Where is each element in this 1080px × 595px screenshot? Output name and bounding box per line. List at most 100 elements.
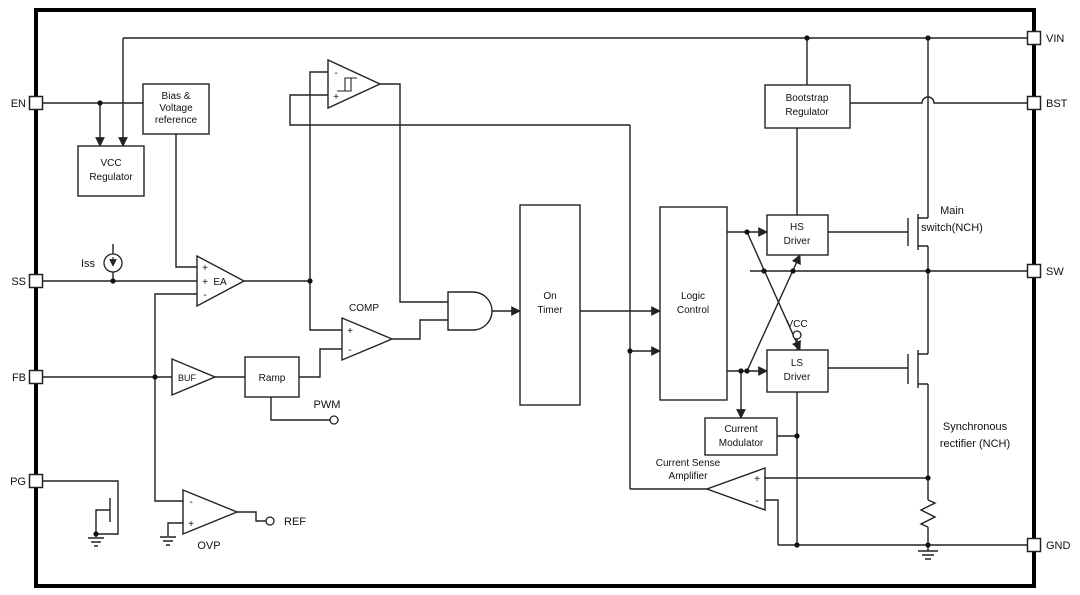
ref-test-point: REF xyxy=(265,516,306,528)
iss-current-source-icon xyxy=(103,253,123,273)
circuit-wires xyxy=(42,37,1028,551)
ls-driver-label: LS xyxy=(791,358,804,369)
pin-sw: SW xyxy=(1026,263,1064,279)
wire-pwm xyxy=(270,397,330,421)
vcc-test-point: VCC xyxy=(786,319,808,340)
ground-symbols xyxy=(88,536,938,560)
pin-bst-label: BST xyxy=(1046,98,1068,110)
hs-driver-label: Driver xyxy=(784,236,811,247)
sync-rectifier-label: Synchronous xyxy=(943,421,1008,433)
wire-bst xyxy=(850,96,1028,104)
current-sense-amp: + - Current Sense Amplifier xyxy=(656,458,766,511)
block-bootstrap-regulator: Bootstrap Regulator xyxy=(764,84,851,129)
pin-pg-label: PG xyxy=(10,476,26,488)
pwm-comparator: + - COMP xyxy=(341,303,394,362)
logic-control-label: Logic xyxy=(681,291,705,302)
main-switch-label: switch(NCH) xyxy=(921,222,983,234)
pin-bst: BST xyxy=(1026,95,1068,111)
sync-rectifier-label: rectifier (NCH) xyxy=(940,438,1010,450)
pin-ss: SS xyxy=(11,273,44,289)
comp-plus-sign: + xyxy=(347,326,353,337)
ovp-label: OVP xyxy=(197,540,220,552)
main-switch-label: Main xyxy=(940,205,964,217)
wire-ovp-to-ref xyxy=(237,511,266,522)
ramp-label: Ramp xyxy=(259,373,286,384)
current-modulator-label: Modulator xyxy=(719,438,764,449)
pin-vin-label: VIN xyxy=(1046,33,1064,45)
block-current-modulator: Current Modulator xyxy=(704,417,778,456)
wire-ramp-to-comp xyxy=(299,348,342,378)
block-ramp: Ramp xyxy=(244,356,300,398)
pwm-test-point: PWM xyxy=(314,399,341,425)
wire-ea-to-hyst xyxy=(309,71,328,281)
on-timer-label: On xyxy=(543,291,556,302)
hs-driver-label: HS xyxy=(790,222,804,233)
wire-hyst-out xyxy=(380,83,448,303)
ref-label: REF xyxy=(284,516,306,528)
pin-sw-label: SW xyxy=(1046,266,1064,278)
ovp-plus-sign: + xyxy=(188,519,194,530)
error-amp: + + - EA xyxy=(196,254,246,308)
pin-pg: PG xyxy=(10,473,44,489)
bias-reference-label: Voltage xyxy=(159,103,193,114)
chip-outline xyxy=(34,8,1036,588)
csamp-minus-sign: - xyxy=(755,496,758,507)
ovp-comparator: - + OVP xyxy=(182,488,239,552)
junction-dots xyxy=(93,35,931,548)
pin-gnd-label: GND xyxy=(1046,540,1071,552)
vcc-regulator-label: Regulator xyxy=(89,172,133,183)
block-hs-driver: HS Driver xyxy=(766,214,829,256)
block-on-timer: On Timer xyxy=(519,204,581,406)
csamp-plus-sign: + xyxy=(754,474,760,485)
pin-fb: FB xyxy=(12,369,44,385)
hyst-plus-sign: + xyxy=(333,92,339,103)
sync-rectifier-mosfet-icon xyxy=(907,350,928,388)
wire-cs-to-hyst xyxy=(289,94,630,126)
pin-vin: VIN xyxy=(1026,30,1064,46)
ea-plus-sign: + xyxy=(202,277,208,288)
wire-fb-vertical xyxy=(154,293,197,502)
bootstrap-label: Regulator xyxy=(785,107,829,118)
comp-minus-sign: - xyxy=(348,345,351,356)
bootstrap-label: Bootstrap xyxy=(786,93,829,104)
block-vcc-regulator: VCC Regulator xyxy=(77,145,145,197)
bias-reference-label: Bias & xyxy=(162,91,191,102)
wire-cross-ls-to-hs xyxy=(746,254,801,372)
wire-ovp-plus-ground xyxy=(167,522,183,536)
wire-bias-to-ea xyxy=(175,134,197,268)
wire-pg-mosfet-ground xyxy=(95,509,119,537)
current-modulator-label: Current xyxy=(724,424,758,435)
ea-plus-sign: + xyxy=(202,263,208,274)
pin-en-label: EN xyxy=(11,98,26,110)
block-bias-reference: Bias & Voltage reference xyxy=(142,83,210,135)
hysteresis-icon xyxy=(337,77,357,92)
wire-comp-out xyxy=(392,319,448,340)
iss-label: Iss xyxy=(81,258,96,270)
ground-icon xyxy=(918,550,938,560)
and-gate xyxy=(447,291,493,331)
wire-pg xyxy=(42,480,119,492)
wire-ea-out xyxy=(244,280,342,331)
logic-control-label: Control xyxy=(677,305,709,316)
main-switch-mosfet-icon xyxy=(907,214,928,250)
pg-mosfet-icon xyxy=(109,492,119,528)
ls-driver-label: Driver xyxy=(784,372,811,383)
ground-icon xyxy=(160,536,176,546)
pin-gnd: GND xyxy=(1026,537,1071,553)
bias-reference-label: reference xyxy=(155,115,198,126)
ovp-minus-sign: - xyxy=(189,497,192,508)
comp-label: COMP xyxy=(349,303,379,314)
pin-ss-label: SS xyxy=(11,276,26,288)
vcc-regulator-label: VCC xyxy=(100,158,121,169)
buffer-label: BUF xyxy=(178,373,197,383)
ground-icon xyxy=(88,537,104,547)
ea-label: EA xyxy=(213,277,227,288)
on-timer-label: Timer xyxy=(537,305,563,316)
pin-fb-label: FB xyxy=(12,372,26,384)
wire-cs-minus xyxy=(765,499,779,545)
hyst-minus-sign: - xyxy=(334,68,337,79)
csamp-label: Amplifier xyxy=(669,471,709,482)
wire-cross-hs-to-ls xyxy=(746,231,801,351)
pwm-label: PWM xyxy=(314,399,341,411)
vcc-label: VCC xyxy=(786,319,807,330)
